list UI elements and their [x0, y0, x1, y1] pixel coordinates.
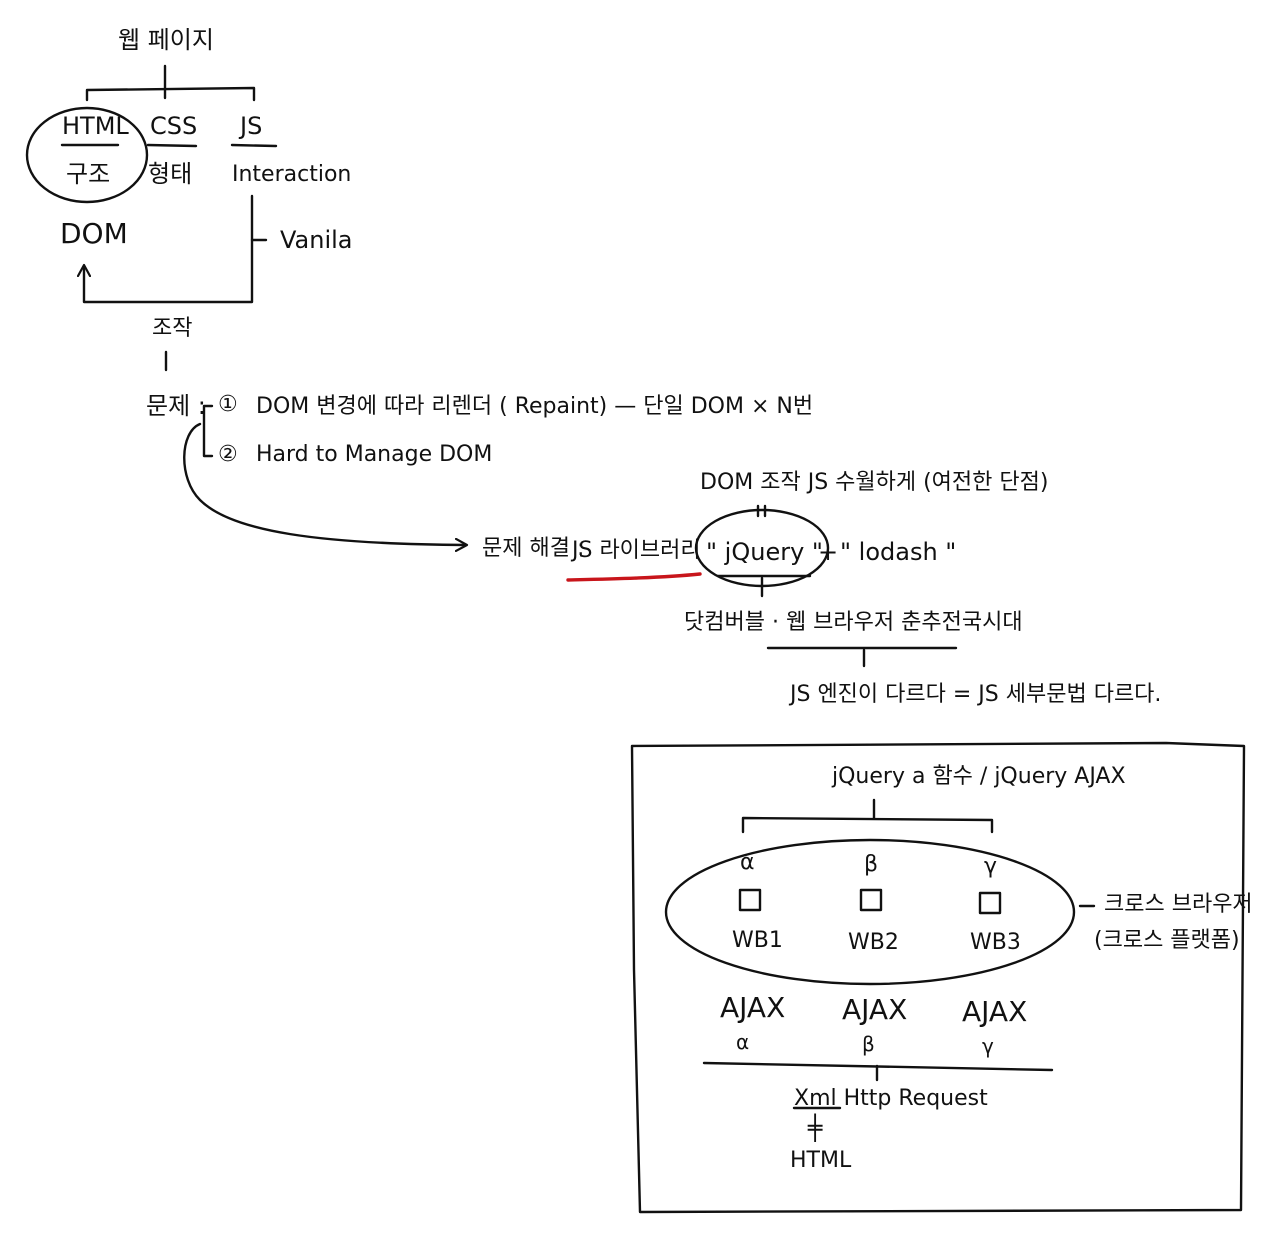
- era-label: 닷컴버블 · 웹 브라우저 춘추전국시대: [684, 610, 1023, 635]
- browser-3-name: WB3: [970, 930, 1021, 955]
- dom-easier-label: DOM 조작 JS 수월하게 (여전한 단점): [700, 470, 1049, 495]
- manipulate-label: 조작: [152, 316, 193, 341]
- web-page-label: 웹 페이지: [118, 26, 214, 54]
- js-vanila-line: [84, 194, 254, 304]
- not-equal-sign: ╪: [808, 1114, 823, 1142]
- html-circle: [25, 106, 149, 204]
- solution-arrow: [183, 422, 466, 545]
- solution-label: 문제 해결 :: [482, 536, 585, 561]
- browser-2-name: WB2: [848, 930, 899, 955]
- ajax-1-greek: α: [736, 1030, 750, 1054]
- browser-1-name: WB1: [732, 928, 783, 953]
- box-title: jQuery a 함수 / jQuery AJAX: [832, 764, 1126, 789]
- js-label: JS: [240, 112, 263, 140]
- browser-square-3: [978, 891, 1002, 915]
- problem-2-text: Hard to Manage DOM: [256, 442, 493, 467]
- ajax-3-greek: γ: [982, 1034, 994, 1058]
- browsers-ellipse: [664, 838, 1076, 986]
- library-label: JS 라이브러리: [572, 538, 701, 563]
- interaction-label: Interaction: [232, 162, 352, 187]
- ajax-1-label: AJAX: [720, 991, 786, 1024]
- problem-number-2: ②: [218, 442, 238, 467]
- box-html-label: HTML: [790, 1148, 852, 1173]
- html-label: HTML: [62, 112, 129, 140]
- problem-number-1: ①: [218, 392, 238, 417]
- jquery-label: " jQuery ": [706, 538, 823, 566]
- box-frame: [630, 741, 1246, 1214]
- plus-sign: +: [818, 538, 839, 566]
- style-label: 형태: [148, 160, 193, 188]
- cross-browser-label: 크로스 브라우저: [1104, 892, 1253, 917]
- library-red-underline: [566, 572, 702, 582]
- browser-square-1: [738, 888, 762, 912]
- browser-square-2: [859, 888, 883, 912]
- problem-label: 문제 :: [146, 392, 206, 420]
- cross-platform-label: (크로스 플랫폼): [1094, 928, 1240, 953]
- web-page-bracket: [85, 86, 256, 102]
- ajax-2-greek: β: [862, 1032, 875, 1056]
- problem-1-text: DOM 변경에 따라 리렌더 ( Repaint) — 단일 DOM × N번: [256, 394, 814, 419]
- xhr-label: Xml Http Request: [794, 1086, 988, 1111]
- css-label: CSS: [150, 112, 198, 140]
- browser-3-greek: γ: [984, 854, 998, 879]
- structure-label: 구조: [66, 160, 111, 188]
- lodash-label: " lodash ": [840, 538, 957, 566]
- vanila-label: Vanila: [280, 226, 353, 254]
- css-underline: [146, 143, 198, 148]
- problem-bracket: [202, 404, 214, 458]
- dom-label: DOM: [60, 217, 128, 250]
- ajax-2-label: AJAX: [842, 993, 908, 1026]
- browser-1-greek: α: [740, 850, 755, 875]
- engine-label: JS 엔진이 다르다 = JS 세부문법 다르다.: [790, 682, 1162, 707]
- browser-2-greek: β: [864, 852, 879, 877]
- box-bracket: [741, 816, 994, 834]
- ajax-3-label: AJAX: [962, 995, 1028, 1028]
- js-underline: [230, 143, 278, 148]
